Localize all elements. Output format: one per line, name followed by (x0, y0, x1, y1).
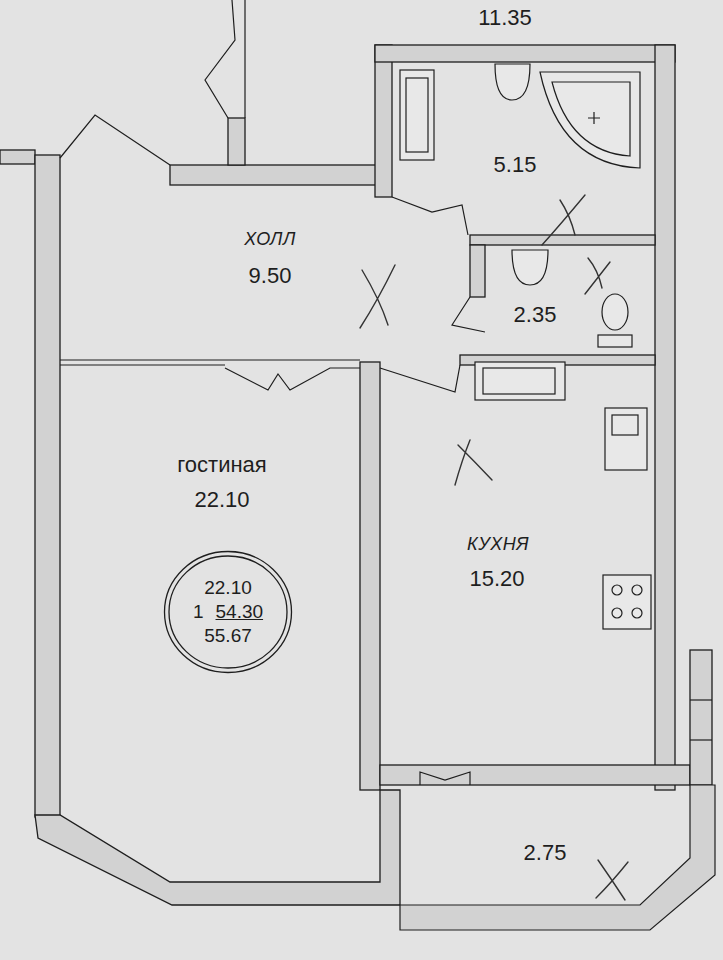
room-label: 2.75 (524, 841, 567, 865)
wall (170, 165, 390, 185)
room-label: КУХНЯ (467, 535, 529, 555)
inner-ring (169, 556, 287, 668)
bathtub (588, 112, 600, 124)
room-label: 5.15 (494, 153, 537, 177)
circle-text: 22.10154.3055.67 (193, 576, 263, 647)
counter (483, 368, 555, 394)
stove (603, 575, 651, 629)
window (690, 739, 712, 740)
wall (35, 155, 60, 817)
outer-ring (165, 552, 292, 673)
partition-line (60, 364, 225, 365)
room-label: 15.20 (469, 567, 524, 591)
fridge (612, 415, 638, 435)
room-label: ХОЛЛ (244, 230, 295, 250)
wc-door (452, 297, 485, 332)
bathtub (552, 82, 630, 156)
room-label: 2.35 (514, 303, 557, 327)
text-row: 22.10 (204, 576, 252, 600)
area-value: 22.10 (204, 576, 252, 600)
stove (612, 585, 622, 595)
stove (632, 608, 642, 618)
hand-x (455, 440, 492, 485)
room-label: 22.10 (194, 488, 249, 512)
wall (655, 45, 675, 790)
fridge (605, 408, 647, 470)
hand-marks (360, 195, 628, 900)
area-value: 1 (193, 600, 204, 624)
stove (632, 585, 642, 595)
sink (512, 250, 548, 285)
area-value: 54.30 (216, 600, 264, 624)
wall (0, 150, 35, 164)
toilet (598, 335, 632, 347)
stove (612, 608, 622, 618)
hand-x (585, 258, 610, 294)
bath-door (392, 197, 468, 235)
wall-line (60, 115, 170, 165)
area-circle: 22.10154.3055.67 (163, 550, 293, 674)
wall (690, 650, 712, 785)
plan-lines (60, 0, 715, 930)
balcony-parapet (400, 785, 715, 930)
toilet (602, 294, 628, 330)
wall (380, 765, 690, 785)
fixtures (400, 64, 651, 629)
partition-line (60, 359, 360, 360)
wall (375, 45, 392, 197)
room-label: гостиная (177, 453, 266, 477)
room-label: 11.35 (478, 6, 531, 30)
hand-x (542, 195, 585, 245)
hand-x (596, 860, 628, 900)
text-row: 55.67 (204, 624, 252, 648)
hand-x (360, 265, 395, 328)
area-value: 55.67 (204, 624, 252, 648)
wall (470, 235, 655, 245)
wall (470, 245, 485, 297)
text-row: 154.30 (193, 600, 263, 624)
kitchen-door (380, 365, 460, 392)
washer (400, 70, 434, 160)
balcony-door (420, 772, 470, 785)
washer (406, 78, 428, 152)
wall (360, 362, 380, 790)
window (690, 699, 712, 700)
walls (0, 45, 712, 905)
wall (228, 118, 245, 165)
bathtub (540, 72, 640, 168)
bay-wall (35, 790, 400, 905)
wall (375, 45, 675, 62)
counter (475, 362, 565, 400)
double-door (225, 368, 360, 390)
wall-line (244, 0, 245, 118)
room-label: 9.50 (249, 264, 292, 288)
entrance-door (205, 0, 235, 118)
sink (495, 64, 530, 100)
